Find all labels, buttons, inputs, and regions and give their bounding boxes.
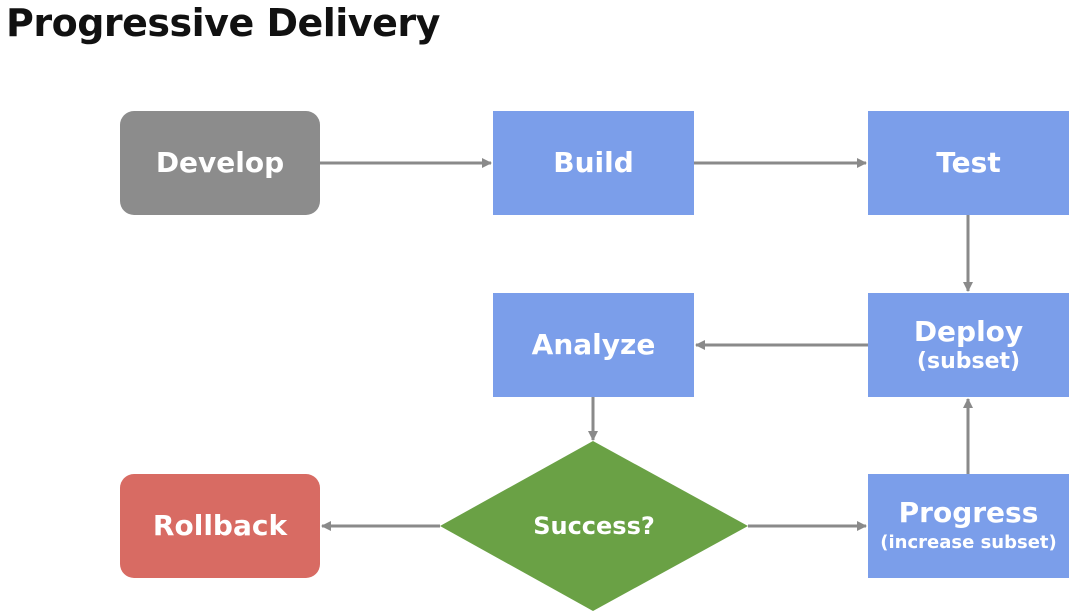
test-label: Test: [936, 146, 1001, 179]
deploy-node: Deploy (subset): [868, 293, 1069, 397]
success-diamond: [440, 441, 748, 611]
develop-node: Develop: [120, 111, 320, 215]
progress-node: Progress (increase subset): [868, 474, 1069, 578]
rollback-label: Rollback: [152, 509, 288, 542]
progress-sublabel: (increase subset): [880, 532, 1057, 553]
analyze-label: Analyze: [531, 328, 656, 361]
develop-label: Develop: [155, 146, 285, 179]
build-node: Build: [493, 111, 694, 215]
test-node: Test: [868, 111, 1069, 215]
deploy-sublabel: (subset): [916, 349, 1021, 374]
build-label: Build: [553, 146, 634, 179]
page-title: Progressive Delivery: [6, 1, 440, 45]
progress-label: Progress: [898, 496, 1039, 529]
deploy-label: Deploy: [913, 315, 1024, 348]
analyze-node: Analyze: [493, 293, 694, 397]
success-label: Success?: [533, 512, 655, 540]
rollback-node: Rollback: [120, 474, 320, 578]
